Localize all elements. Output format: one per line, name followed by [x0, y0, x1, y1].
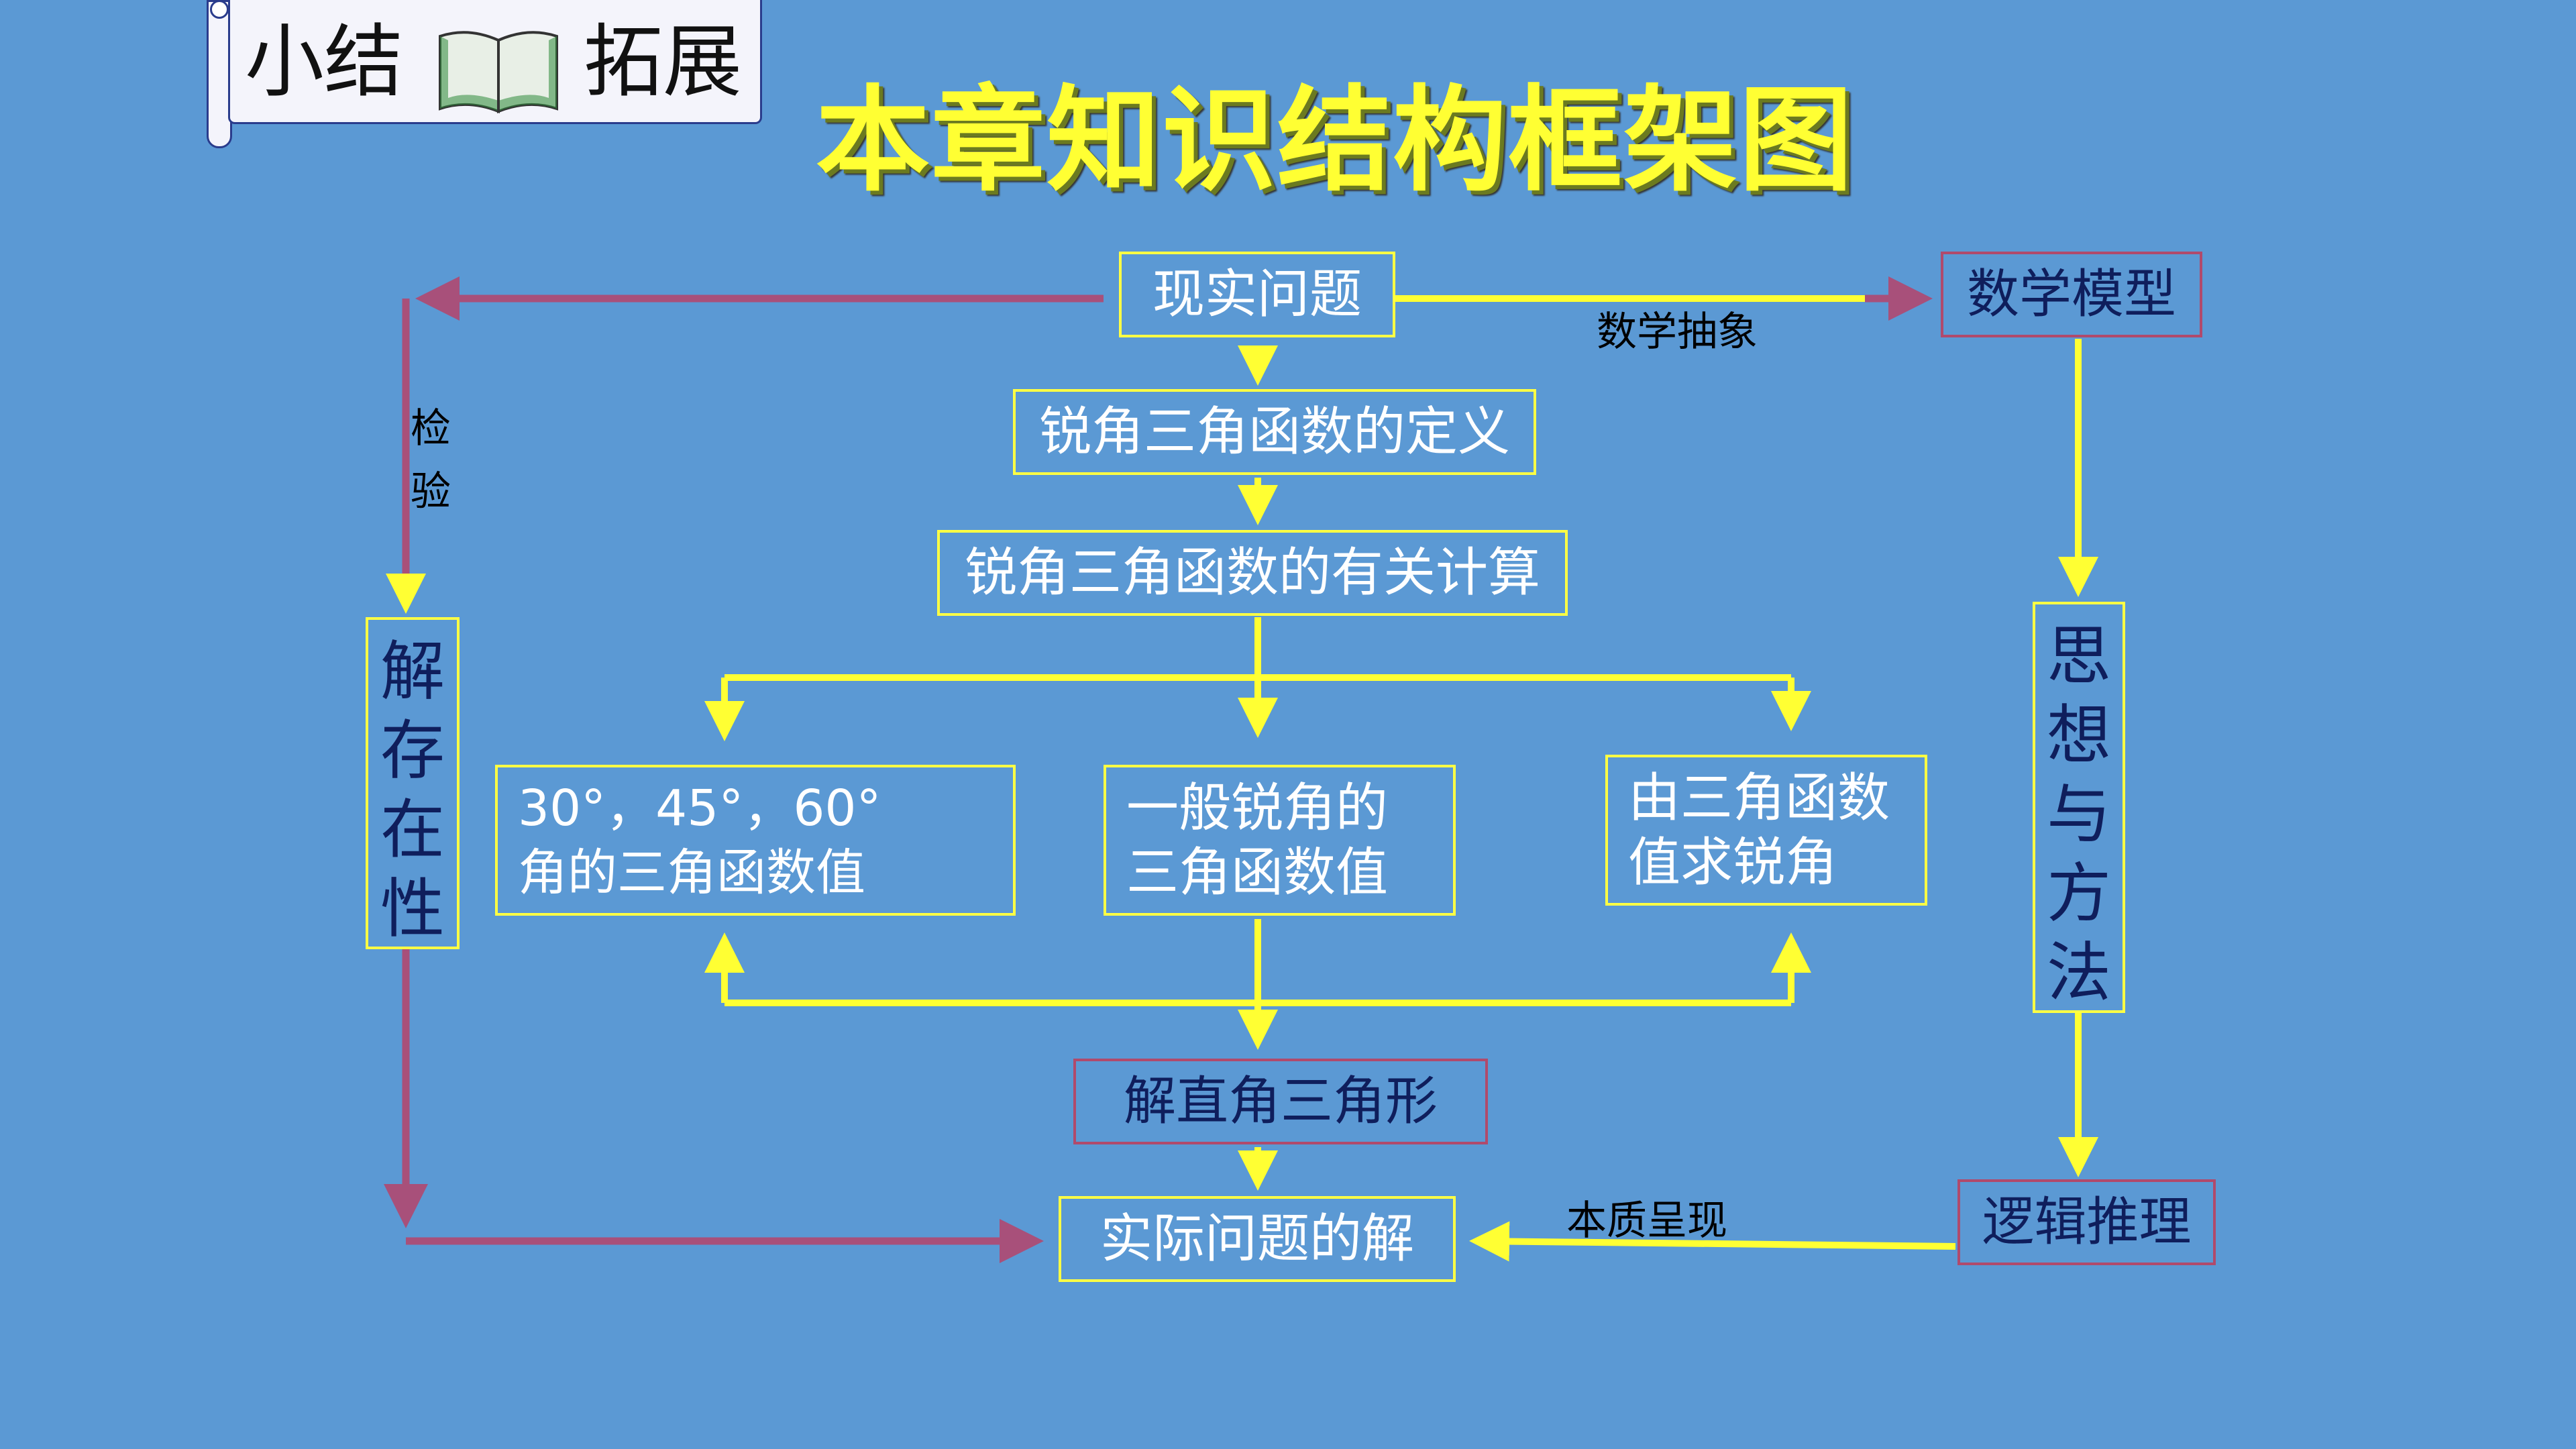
node-logic: 逻辑推理	[1957, 1179, 2216, 1265]
node-thinking-methods: 思 想 与 方 法	[2033, 602, 2125, 1013]
verify-loop-arrows	[384, 276, 1933, 1263]
general-values-line-1: 一般锐角的	[1126, 777, 1389, 839]
banner-left-text: 小结	[245, 15, 404, 108]
verify-char-2: 验	[411, 468, 451, 515]
node-special-values: 30°，45°，60° 角的三角函数值	[495, 765, 1016, 916]
thinking-char-4: 方	[2047, 856, 2111, 931]
node-definition: 锐角三角函数的定义	[1013, 389, 1536, 475]
node-general-values: 一般锐角的 三角函数值	[1104, 765, 1456, 916]
label-essence: 本质呈现	[1566, 1197, 1727, 1244]
node-math-model: 数学模型	[1941, 252, 2202, 337]
node-solution: 实际问题的解	[1059, 1196, 1456, 1282]
page-title: 本章知识结构框架图	[815, 74, 1854, 207]
node-real-problem: 现实问题	[1119, 252, 1395, 337]
special-values-line-2: 角的三角函数值	[518, 843, 865, 902]
node-calculation: 锐角三角函数的有关计算	[937, 530, 1568, 616]
open-book-icon	[439, 31, 558, 113]
special-values-line-1: 30°，45°，60°	[518, 779, 881, 837]
thinking-char-3: 与	[2047, 777, 2111, 852]
node-find-angle: 由三角函数 值求锐角	[1605, 755, 1927, 906]
thinking-char-5: 法	[2047, 935, 2111, 1010]
find-angle-line-1: 由三角函数	[1628, 767, 1890, 828]
existence-char-2: 存	[380, 713, 445, 788]
thinking-char-2: 想	[2047, 698, 2111, 773]
find-angle-line-2: 值求锐角	[1628, 832, 1838, 893]
label-verify: 检 验	[407, 397, 454, 523]
existence-char-3: 在	[380, 792, 445, 867]
label-abstraction: 数学抽象	[1597, 309, 1758, 356]
scroll-knob-icon	[210, 0, 229, 19]
verify-char-1: 检	[411, 405, 451, 452]
existence-char-4: 性	[380, 871, 445, 947]
node-solve-right-triangle: 解直角三角形	[1073, 1059, 1488, 1144]
banner-right-text: 拓展	[584, 15, 743, 108]
existence-char-1: 解	[380, 634, 445, 709]
thinking-char-1: 思	[2047, 619, 2111, 694]
general-values-line-2: 三角函数值	[1126, 842, 1389, 903]
node-existence: 解 存 在 性	[366, 617, 460, 949]
